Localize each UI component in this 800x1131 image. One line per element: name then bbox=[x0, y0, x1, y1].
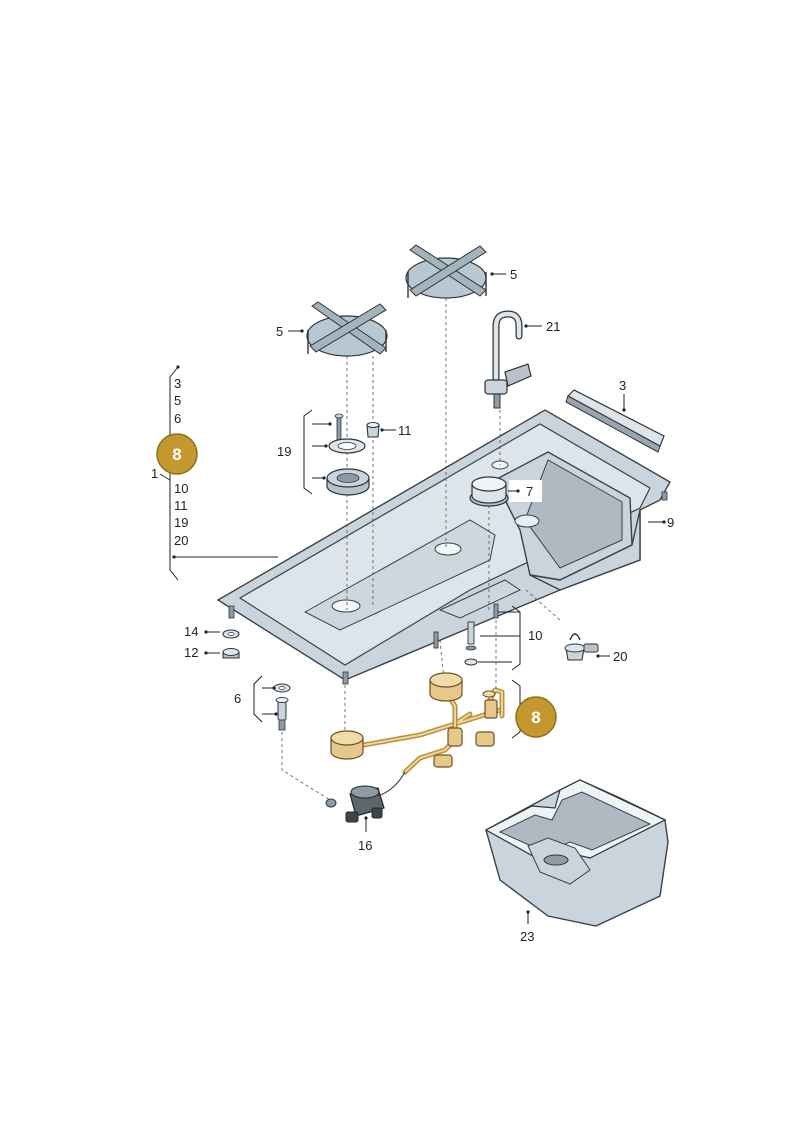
callout-10-group: 10 bbox=[478, 605, 542, 671]
callout-9-group: 9 bbox=[648, 515, 674, 530]
callout-19-group: 19 bbox=[277, 409, 332, 495]
thermocouple-6[interactable] bbox=[273, 683, 337, 808]
callout-5-left: 5 bbox=[276, 324, 283, 339]
list-item-3: 3 bbox=[174, 376, 181, 391]
callout-14: 14 bbox=[184, 624, 198, 639]
callout-23-group: 23 bbox=[520, 910, 534, 944]
fasteners-10[interactable] bbox=[433, 603, 499, 666]
callout-16: 16 bbox=[358, 838, 372, 853]
callout-20: 20 bbox=[613, 649, 627, 664]
list-item-10: 10 bbox=[174, 481, 188, 496]
list-item-6: 6 bbox=[174, 411, 181, 426]
callout-5-group: 5 5 bbox=[276, 267, 517, 339]
callout-21: 21 bbox=[546, 319, 560, 334]
callout-6-group: 6 bbox=[234, 675, 278, 723]
list-item-5: 5 bbox=[174, 393, 181, 408]
callout-12: 12 bbox=[184, 645, 198, 660]
badge-8-right[interactable]: 8 bbox=[515, 696, 557, 738]
badge-8-left-label: 8 bbox=[172, 445, 181, 464]
pan-support-right[interactable] bbox=[405, 244, 487, 299]
knob-7[interactable] bbox=[469, 476, 509, 507]
drain-plug-20[interactable] bbox=[564, 633, 599, 661]
badge-8-right-label: 8 bbox=[531, 708, 540, 727]
callout-23: 23 bbox=[520, 929, 534, 944]
callout-6: 6 bbox=[234, 691, 241, 706]
cap-11[interactable] bbox=[366, 422, 380, 438]
callout-16-group: 16 bbox=[358, 816, 372, 853]
badge-8-left[interactable]: 8 bbox=[156, 433, 198, 475]
callout-11: 11 bbox=[398, 423, 412, 438]
callout-7-group: 7 bbox=[508, 484, 533, 499]
callout-14-12-group: 14 12 bbox=[184, 624, 220, 660]
callout-9: 9 bbox=[667, 515, 674, 530]
callout-10: 10 bbox=[528, 628, 542, 643]
tap-21[interactable] bbox=[484, 310, 532, 409]
callout-20-group: 20 bbox=[596, 649, 627, 664]
callout-7: 7 bbox=[526, 484, 533, 499]
washer-14[interactable] bbox=[222, 629, 240, 639]
gas-valve-assembly-8[interactable] bbox=[330, 672, 505, 775]
sink-insert-23[interactable] bbox=[484, 779, 669, 927]
callout-11-group: 11 bbox=[380, 423, 412, 438]
pan-support-left[interactable] bbox=[306, 301, 388, 357]
ignitor-16[interactable] bbox=[345, 771, 406, 823]
callout-3-rail-group: 3 bbox=[619, 378, 626, 412]
list-item-20: 20 bbox=[174, 533, 188, 548]
callout-3-rail: 3 bbox=[619, 378, 626, 393]
edge-rail-3[interactable] bbox=[565, 389, 665, 453]
nut-12[interactable] bbox=[222, 648, 240, 659]
callout-19: 19 bbox=[277, 444, 291, 459]
list-item-11: 11 bbox=[174, 498, 188, 513]
burner-assembly-19[interactable] bbox=[326, 413, 370, 496]
callout-1: 1 bbox=[151, 466, 158, 481]
parts-list-bracket: 3 5 6 10 11 19 20 1 bbox=[151, 365, 278, 581]
callout-21-group: 21 bbox=[524, 319, 560, 334]
callout-5-right: 5 bbox=[510, 267, 517, 282]
list-item-19: 19 bbox=[174, 515, 188, 530]
